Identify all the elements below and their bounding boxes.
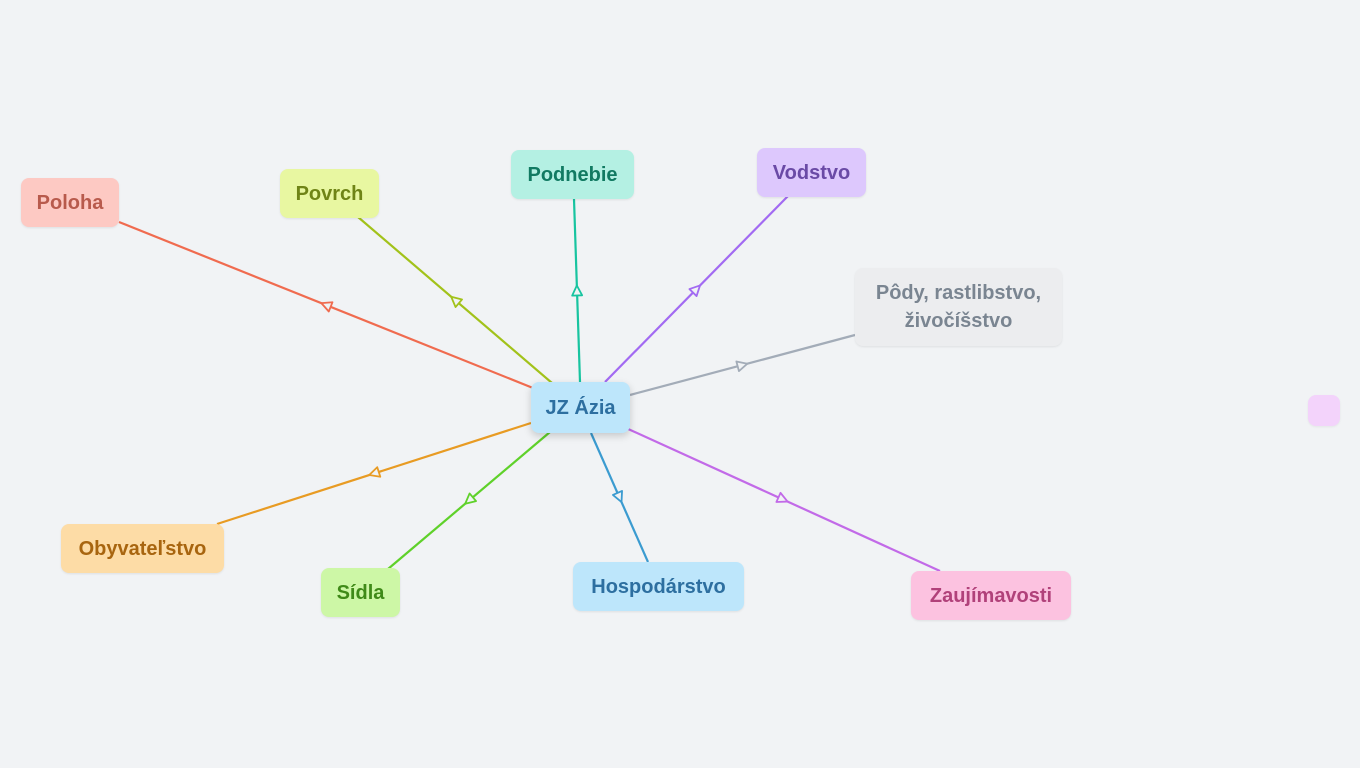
topic-node-povrch[interactable]: Povrch <box>280 169 379 218</box>
topic-node-sidla[interactable]: Sídla <box>321 568 400 617</box>
topic-node-zaujimavosti[interactable]: Zaujímavosti <box>911 571 1071 620</box>
topic-node-podnebie[interactable]: Podnebie <box>511 150 634 199</box>
topic-node-pody[interactable]: Pôdy, rastlibstvo, živočíšstvo <box>855 268 1062 346</box>
arrow-icon-hosp <box>612 490 623 503</box>
topic-label-podnebie: Podnebie <box>527 163 618 186</box>
topic-label-vodstvo: Vodstvo <box>772 161 851 184</box>
topic-label-pody: Pôdy, rastlibstvo, živočíšstvo <box>875 282 1042 332</box>
topic-node-obyvatelstvo[interactable]: Obyvateľstvo <box>61 524 224 573</box>
arrow-icon-sidla <box>464 492 477 505</box>
arrow-icon-povrch <box>450 295 463 308</box>
topic-label-obyvatelstvo: Obyvateľstvo <box>78 537 207 560</box>
central-topic-label: JZ Ázia <box>545 396 616 419</box>
topic-node-hospodarstvo[interactable]: Hospodárstvo <box>573 562 744 611</box>
topic-node-poloha[interactable]: Poloha <box>21 178 119 227</box>
arrow-icon-podnebie <box>571 284 584 297</box>
central-topic-node[interactable]: JZ Ázia <box>531 382 630 433</box>
floating-empty-node[interactable] <box>1308 395 1340 426</box>
arrow-icon-zauj <box>775 491 789 503</box>
arrow-icon-poloha <box>320 301 334 313</box>
arrow-icon-obyv <box>368 466 382 478</box>
topic-node-vodstvo[interactable]: Vodstvo <box>757 148 866 197</box>
arrow-icon-vodstvo <box>688 284 701 297</box>
topic-label-zaujimavosti: Zaujímavosti <box>929 584 1053 607</box>
arrow-icon-pody <box>735 360 749 373</box>
topic-label-sidla: Sídla <box>336 581 385 604</box>
topic-label-poloha: Poloha <box>36 191 104 214</box>
topic-label-hospodarstvo: Hospodárstvo <box>591 575 726 598</box>
topic-label-povrch: Povrch <box>295 182 364 205</box>
